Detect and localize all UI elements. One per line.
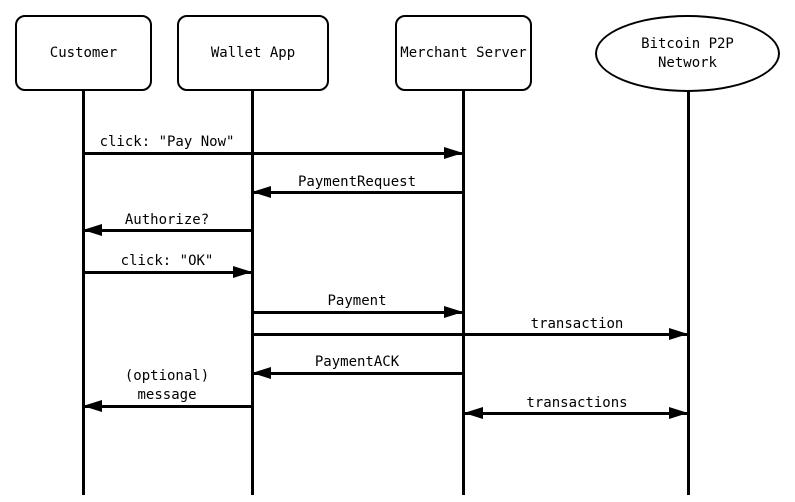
arrowhead-right [444,306,463,318]
lifeline-merchant-server [462,90,465,495]
message-label: click: "Pay Now" [99,134,235,150]
actor-box-customer: Customer [15,15,152,91]
message-line [252,333,688,336]
message-label: transaction [530,316,624,332]
arrowhead-right [233,266,252,278]
arrowhead-right [444,147,463,159]
message-label: Payment [327,293,387,309]
arrowhead-left [252,367,271,379]
message-label: (optional) message [125,367,209,405]
message-line [464,412,688,415]
lifeline-customer [82,90,85,495]
message-label: transactions [526,395,628,411]
message-line [252,311,463,314]
arrowhead-left [83,400,102,412]
message-line [252,191,463,194]
message-line [83,152,463,155]
arrowhead-left [464,407,483,419]
lifeline-bitcoin-p2p-network [687,90,690,495]
message-label: PaymentRequest [297,174,417,190]
message-label: PaymentACK [314,354,400,370]
message-line [252,372,463,375]
actor-label-customer: Customer [49,45,118,61]
arrowhead-right [669,407,688,419]
arrowhead-right [669,328,688,340]
message-line [83,271,252,274]
message-label: click: "OK" [120,253,214,269]
lifeline-wallet-app [251,90,254,495]
actor-box-merchant-server: Merchant Server [395,15,532,91]
message-label-line1: (optional) [124,368,210,384]
actor-ellipse-bitcoin-p2p-network: Bitcoin P2P Network [595,15,780,92]
message-label: Authorize? [124,212,210,228]
message-line [83,229,252,232]
actor-label-bitcoin-p2p-line1: Bitcoin P2P [641,35,734,52]
message-label-line2: message [137,387,197,403]
actor-label-merchant-server: Merchant Server [400,45,527,61]
actor-box-wallet-app: Wallet App [177,15,329,91]
message-line [83,405,252,408]
actor-label-wallet-app: Wallet App [210,45,296,61]
arrowhead-left [83,224,102,236]
actor-label-bitcoin-p2p-line2: Network [657,54,717,71]
arrowhead-left [252,186,271,198]
